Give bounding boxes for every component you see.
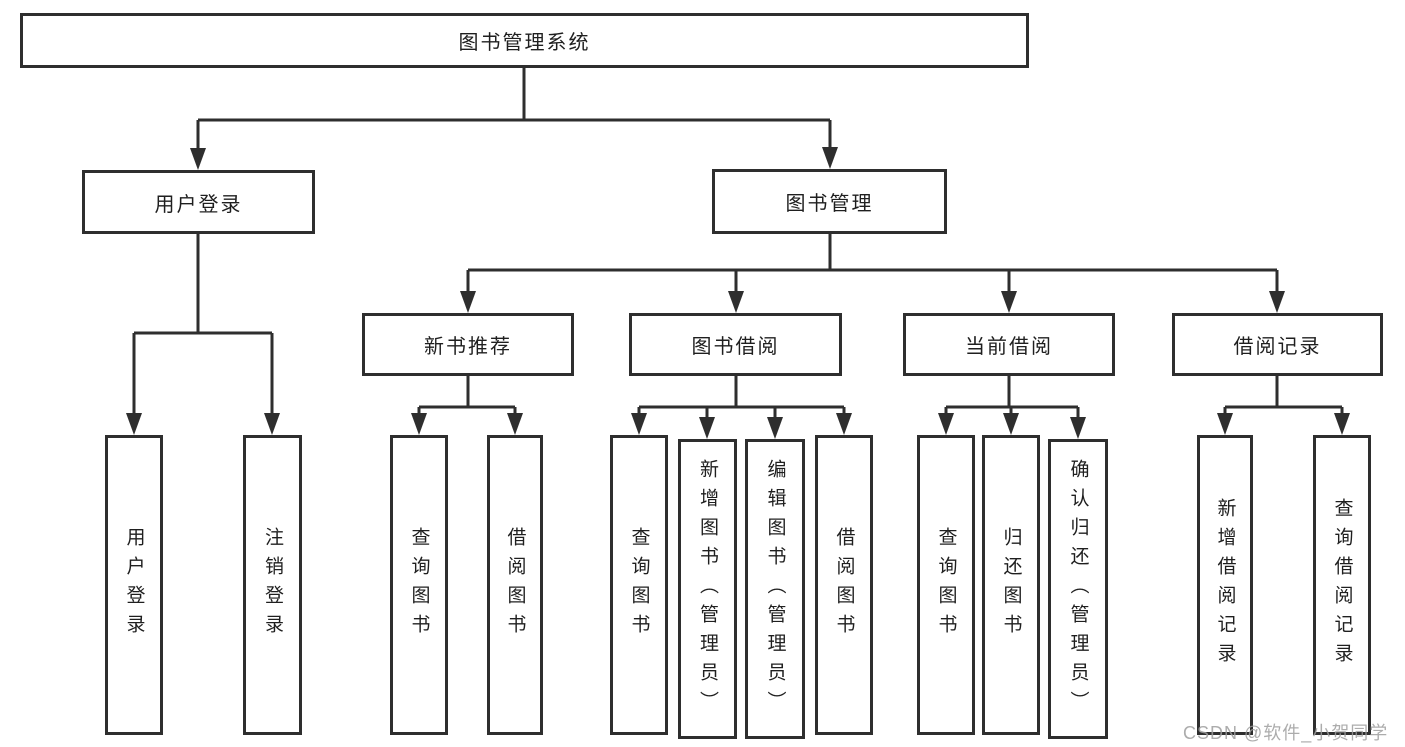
node-current-borrow-label: 当前借阅 <box>965 336 1053 358</box>
leaf-confirm-return-admin: 确认归还（管理员） <box>1048 439 1108 739</box>
leaf-query-books-current: 查询图书 <box>917 435 975 735</box>
node-book-borrow-label: 图书借阅 <box>691 336 780 358</box>
leaf-logout-label: 注销登录 <box>262 527 283 643</box>
leaf-query-books-borrow-label: 查询图书 <box>628 527 650 643</box>
leaf-borrow-books-recommend-label: 借阅图书 <box>504 527 526 643</box>
node-borrow-records: 借阅记录 <box>1172 313 1383 376</box>
leaf-return-books-label: 归还图书 <box>1000 527 1022 643</box>
leaf-add-books-admin-label: 新增图书（管理员） <box>697 458 718 720</box>
leaf-confirm-return-admin-label: 确认归还（管理员） <box>1067 458 1089 720</box>
node-user-login: 用户登录 <box>82 170 315 234</box>
csdn-watermark: CSDN @软件_小贺同学 <box>1183 723 1389 743</box>
leaf-logout: 注销登录 <box>243 435 302 735</box>
leaf-add-borrow-record: 新增借阅记录 <box>1197 435 1253 735</box>
leaf-borrow-books-label: 借阅图书 <box>833 527 855 643</box>
leaf-borrow-books-recommend: 借阅图书 <box>487 435 543 735</box>
leaf-query-borrow-record: 查询借阅记录 <box>1313 435 1371 735</box>
node-borrow-records-label: 借阅记录 <box>1233 336 1322 358</box>
leaf-user-login: 用户登录 <box>105 435 163 735</box>
leaf-query-borrow-record-label: 查询借阅记录 <box>1331 498 1353 672</box>
leaf-query-books-borrow: 查询图书 <box>610 435 668 735</box>
leaf-query-books-recommend: 查询图书 <box>390 435 448 735</box>
node-current-borrow: 当前借阅 <box>903 313 1115 376</box>
node-root-label: 图书管理系统 <box>458 32 591 54</box>
node-book-borrow: 图书借阅 <box>629 313 842 376</box>
leaf-borrow-books: 借阅图书 <box>815 435 873 735</box>
node-user-login-label: 用户登录 <box>154 193 243 216</box>
node-root: 图书管理系统 <box>20 13 1029 68</box>
leaf-add-books-admin: 新增图书（管理员） <box>678 439 737 739</box>
leaf-return-books: 归还图书 <box>982 435 1040 735</box>
node-book-management-label: 图书管理 <box>785 193 874 215</box>
leaf-add-borrow-record-label: 新增借阅记录 <box>1214 498 1236 672</box>
leaf-query-books-current-label: 查询图书 <box>935 527 957 643</box>
leaf-edit-books-admin: 编辑图书（管理员） <box>745 439 805 739</box>
leaf-user-login-label: 用户登录 <box>123 527 145 643</box>
node-new-book-recommend: 新书推荐 <box>362 313 574 376</box>
node-new-book-recommend-label: 新书推荐 <box>424 336 512 358</box>
node-book-management: 图书管理 <box>712 169 947 234</box>
leaf-edit-books-admin-label: 编辑图书（管理员） <box>764 458 786 720</box>
leaf-query-books-recommend-label: 查询图书 <box>408 527 430 643</box>
